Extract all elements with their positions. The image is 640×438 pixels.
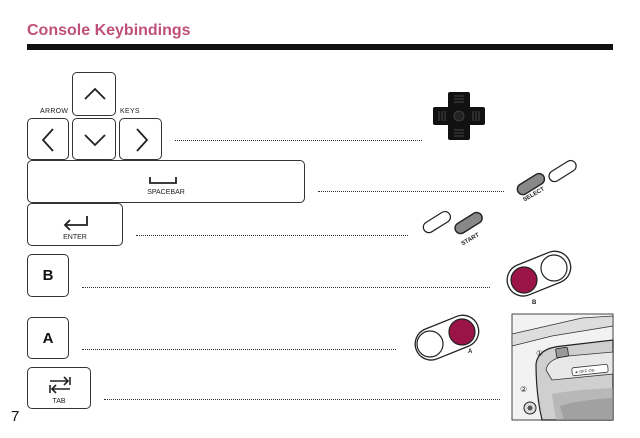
switch-1-marker: ① [536,349,543,358]
chevron-up-icon [84,87,106,100]
b-key-label: B [42,267,54,284]
left-arrow-key [27,118,69,160]
chevron-right-icon [136,128,149,152]
dotted-leader [104,399,500,400]
switch-2-marker: ② [520,385,527,394]
page-number: 7 [11,408,20,425]
page-title: Console Keybindings [27,22,191,39]
power-switch-label: ◄ OFF·ON [574,368,595,375]
up-arrow-key [72,72,116,116]
spacebar-key: SPACEBAR [27,160,305,203]
dotted-leader [175,140,422,141]
start-button-icon: START [422,210,483,247]
a-key-label: A [42,330,54,347]
arrow-label: ARROW [40,108,69,115]
enter-key: ENTER [27,203,123,246]
tab-label: TAB [52,398,66,405]
right-arrow-key [119,118,162,160]
dotted-leader [82,349,396,350]
tab-icon [49,376,71,394]
spacebar-label: SPACEBAR [147,189,185,196]
dotted-leader [82,287,490,288]
dotted-leader [318,191,504,192]
dpad-icon [433,92,485,140]
keys-label: KEYS [120,108,140,115]
tab-key: TAB [27,367,91,409]
start-label: START [461,232,481,247]
a-button-icon: A [414,314,480,361]
space-icon [149,177,177,184]
title-rule [27,44,613,50]
enter-label: ENTER [63,234,87,241]
a-button-label: A [468,349,473,355]
select-button-icon: SELECT [516,159,577,203]
chevron-down-icon [84,134,106,147]
enter-icon [63,216,88,231]
down-arrow-key [72,118,116,160]
b-button-icon: B [506,250,572,306]
console-switch-illustration: ◄ OFF·ON ① ② [511,313,614,421]
chevron-left-icon [41,128,54,152]
dotted-leader [136,235,408,236]
b-key: B [27,254,69,297]
b-button-label: B [532,300,537,306]
a-key: A [27,317,69,359]
